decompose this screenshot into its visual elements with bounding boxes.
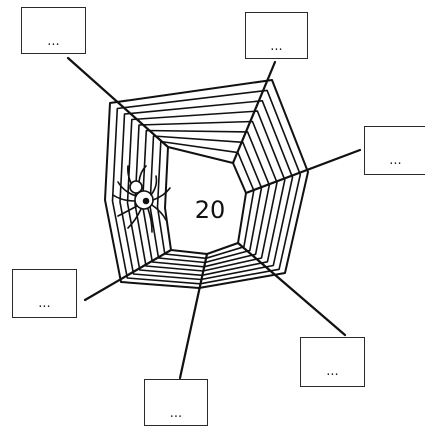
answer-box-right[interactable]: ... [364, 126, 425, 175]
answer-box-text: ... [47, 34, 59, 49]
answer-box-top-left[interactable]: ... [21, 7, 86, 54]
answer-box-bottom-right[interactable]: ... [300, 337, 365, 387]
answer-box-text: ... [38, 296, 50, 311]
answer-box-text: ... [326, 364, 338, 379]
web-spoke [238, 243, 345, 335]
answer-box-bottom[interactable]: ... [144, 379, 208, 426]
answer-box-left[interactable]: ... [12, 269, 77, 318]
answer-box-text: ... [170, 406, 182, 421]
center-number: 20 [170, 190, 250, 230]
answer-box-text: ... [270, 39, 282, 54]
web-spoke [180, 254, 207, 378]
answer-box-text: ... [389, 153, 401, 168]
answer-box-top-right[interactable]: ... [245, 12, 308, 59]
